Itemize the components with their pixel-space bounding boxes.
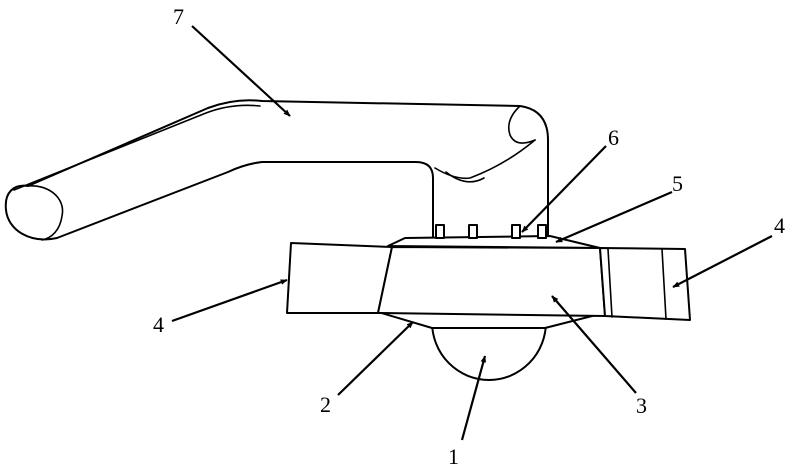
label-top-ring: 5	[672, 171, 683, 196]
leader-6	[521, 145, 607, 233]
arm-elbow-curve	[434, 139, 536, 180]
leader-1	[460, 355, 487, 441]
dome	[431, 321, 547, 381]
side-block-right-edge	[607, 248, 613, 318]
label-terminals: 6	[608, 125, 619, 150]
leader-5	[555, 190, 673, 244]
label-arm: 7	[173, 4, 184, 29]
label-side-block-right: 4	[774, 213, 785, 238]
side-block-right	[599, 247, 691, 321]
arm-upper-edge	[13, 104, 261, 191]
arm-end-cap	[27, 185, 64, 241]
leader-4-left	[171, 278, 288, 323]
terminal	[435, 224, 445, 239]
label-side-block-left: 4	[153, 312, 164, 337]
label-body: 3	[636, 393, 647, 418]
arm	[4, 99, 549, 241]
body	[377, 246, 606, 317]
terminals	[435, 224, 547, 239]
side-block-right-edge	[661, 248, 667, 320]
label-lower-ring: 2	[320, 392, 331, 417]
arm-outline	[4, 99, 549, 241]
leader-7	[191, 25, 291, 117]
leader-3	[551, 295, 637, 394]
side-block-left	[286, 242, 393, 314]
terminal	[511, 224, 521, 239]
leader-2	[337, 321, 414, 396]
label-dome: 1	[448, 444, 459, 469]
terminal	[468, 224, 478, 239]
terminal	[537, 224, 547, 239]
leader-4-right	[672, 235, 773, 288]
arm-bend-edge	[507, 105, 536, 144]
arm-elbow-curve-inner	[445, 171, 485, 183]
